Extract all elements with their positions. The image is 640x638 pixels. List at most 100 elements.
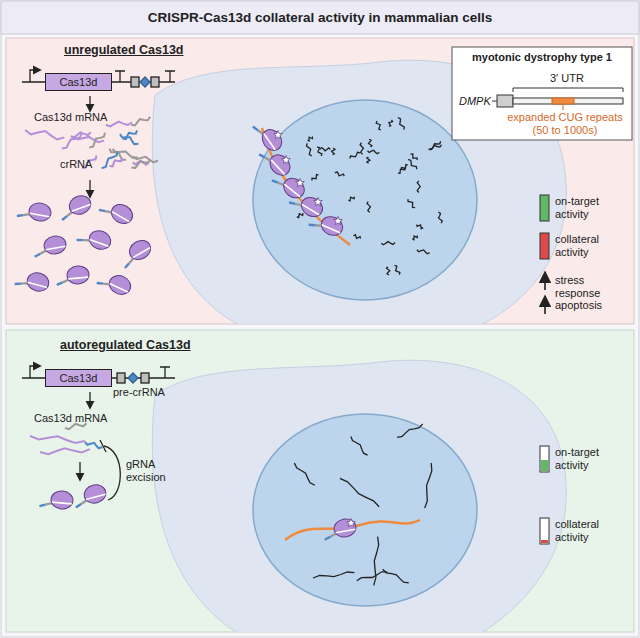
line-shape (544, 273, 546, 290)
path-shape (128, 373, 138, 383)
process-label: gRNA excision (126, 458, 186, 484)
path-shape (312, 175, 319, 181)
path-shape (412, 236, 417, 240)
path-shape (367, 202, 370, 213)
path-shape (397, 424, 423, 437)
path-shape (336, 529, 356, 532)
path-shape (360, 143, 363, 155)
cleavage-star (347, 519, 356, 527)
path-shape (85, 442, 102, 448)
path-shape (57, 282, 63, 285)
activity-label: collateral activity (555, 233, 633, 259)
mrna (30, 423, 102, 454)
ellipse-shape (253, 414, 477, 606)
rect-shape (540, 518, 549, 544)
line-shape (89, 180, 90, 197)
activity-label: on-target activity (555, 446, 633, 472)
effect-label: apoptosis (555, 299, 602, 312)
ellipse-shape (25, 270, 51, 293)
path-shape (52, 502, 72, 504)
path-shape (72, 204, 91, 211)
path-shape (102, 151, 118, 168)
cleavage-star (274, 131, 283, 139)
path-shape (99, 208, 105, 213)
path-shape (357, 572, 388, 581)
cas13d-protein (258, 143, 294, 179)
path-shape (428, 145, 441, 150)
cas13d-protein (96, 268, 134, 298)
path-shape (313, 572, 355, 578)
path-shape (140, 77, 150, 87)
path-shape (152, 60, 566, 324)
path-shape (259, 153, 265, 159)
activity-label: on-target activity (555, 195, 633, 221)
path-shape (272, 179, 278, 184)
activity-label: collateral activity (555, 518, 633, 544)
ellipse-shape (253, 100, 477, 300)
path-shape (124, 263, 130, 268)
line-shape (79, 462, 80, 480)
path-shape (340, 478, 379, 506)
path-shape (97, 281, 103, 285)
path-shape (131, 159, 150, 168)
panel: autoregulated Cas13dCas13d (6, 330, 634, 632)
rna-label: Cas13d mRNA (34, 111, 107, 124)
gene-box: Cas13d (45, 73, 112, 91)
effect-label: stress response (555, 274, 625, 300)
rect-shape (497, 95, 513, 107)
path-shape (25, 130, 64, 140)
path-shape (30, 366, 40, 378)
path-shape (110, 158, 123, 167)
ellipse-shape (108, 201, 136, 228)
path-shape (324, 537, 330, 540)
path-shape (408, 199, 415, 208)
rect-shape (540, 446, 549, 472)
path-shape (34, 254, 40, 257)
path-shape (152, 360, 566, 632)
rect-shape (540, 233, 549, 259)
cas13d-protein (252, 117, 286, 154)
path-shape (351, 436, 368, 455)
path-shape (30, 436, 85, 443)
panel: unregulated Cas13dCas13dmyotonic dystrop… (6, 38, 634, 324)
ellipse-shape (106, 272, 134, 298)
path-shape (389, 120, 393, 126)
path-shape (17, 214, 23, 217)
cas13d-protein (17, 199, 53, 222)
path-shape (408, 160, 417, 170)
path-shape (61, 216, 67, 220)
cas13d-protein (271, 167, 308, 202)
path-shape (367, 157, 370, 163)
bottom-cell (152, 360, 566, 632)
rect-shape (131, 77, 139, 87)
path-shape (253, 125, 258, 131)
gene-box: Cas13d (45, 369, 112, 387)
line-shape (544, 297, 546, 314)
cas13d-protein (98, 195, 136, 227)
path-shape (112, 212, 129, 222)
cleavage-star (296, 179, 305, 187)
path-shape (368, 150, 380, 154)
path-shape (75, 504, 81, 507)
gene-name: Cas13d (60, 372, 98, 384)
path-shape (376, 121, 381, 130)
top-cell (152, 60, 566, 324)
indicators-top (540, 195, 549, 314)
rect-shape (540, 195, 549, 221)
path-shape (106, 122, 132, 127)
path-shape (90, 239, 109, 246)
path-shape (307, 143, 312, 156)
path-shape (430, 141, 441, 148)
rna-fragments (252, 117, 442, 585)
path-shape (30, 70, 40, 82)
path-shape (294, 463, 314, 485)
path-shape (46, 246, 66, 249)
rect-shape (513, 98, 623, 104)
cas13d-protein (55, 265, 89, 286)
path-shape (89, 133, 105, 148)
line-shape (89, 96, 90, 111)
cas13d-protein (71, 482, 108, 508)
path-shape (297, 213, 303, 217)
rect-shape (541, 460, 548, 471)
